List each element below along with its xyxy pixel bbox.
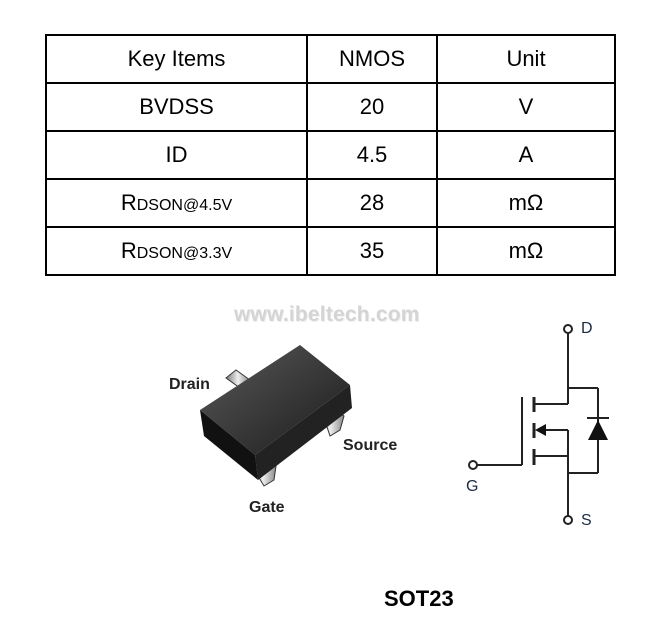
- drain-pin-label: D: [581, 320, 593, 337]
- header-nmos: NMOS: [306, 34, 438, 84]
- source-pin-label: S: [581, 512, 592, 529]
- cell-value: 20: [306, 82, 438, 132]
- source-label: Source: [343, 437, 398, 454]
- table-header-row: Key Items NMOS Unit: [45, 34, 616, 84]
- cell-item: RDSON@3.3V: [45, 226, 308, 276]
- drain-label: Drain: [169, 376, 210, 393]
- table-row: BVDSS 20 V: [45, 82, 616, 132]
- cell-value: 4.5: [306, 130, 438, 180]
- cell-item: BVDSS: [45, 82, 308, 132]
- cell-item: RDSON@4.5V: [45, 178, 308, 228]
- cell-unit: V: [436, 82, 616, 132]
- cell-unit: mΩ: [436, 178, 616, 228]
- header-unit: Unit: [436, 34, 616, 84]
- watermark: www.ibeltech.com: [234, 303, 420, 326]
- table-row: ID 4.5 A: [45, 130, 616, 180]
- specs-table: Key Items NMOS Unit BVDSS 20 V ID 4.5 A …: [45, 34, 616, 276]
- sot23-package-image: [200, 345, 352, 487]
- package-name: SOT23: [384, 586, 454, 611]
- item-sub: DSON@3.3V: [136, 245, 233, 262]
- item-main: R: [120, 190, 137, 215]
- cell-value: 35: [306, 226, 438, 276]
- cell-value: 28: [306, 178, 438, 228]
- item-main: R: [120, 238, 137, 263]
- header-key-items: Key Items: [45, 34, 308, 84]
- gate-pin-label: G: [466, 478, 479, 495]
- cell-unit: A: [436, 130, 616, 180]
- item-sub: DSON@4.5V: [136, 197, 233, 214]
- gate-label: Gate: [249, 499, 285, 516]
- table-row: RDSON@3.3V 35 mΩ: [45, 226, 616, 276]
- cell-item: ID: [45, 130, 308, 180]
- cell-unit: mΩ: [436, 226, 616, 276]
- table-row: RDSON@4.5V 28 mΩ: [45, 178, 616, 228]
- mosfet-schematic: [468, 324, 609, 525]
